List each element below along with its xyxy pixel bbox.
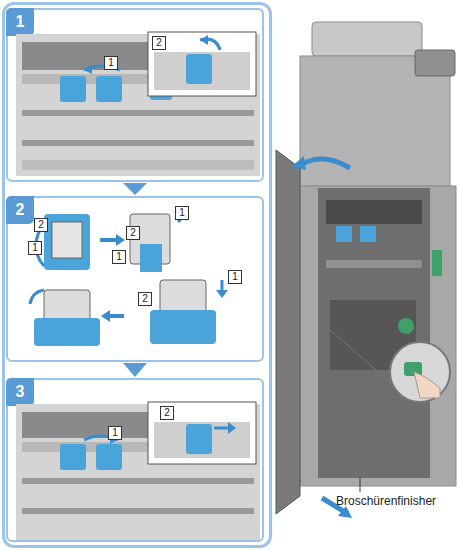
copier-body [398,318,414,334]
leader-line [360,478,361,492]
part-name: Broschürenfinisher [336,494,436,508]
copier-body [330,300,416,370]
copier-body [312,22,422,56]
copier-body [300,22,456,486]
callout-number: 2 [126,226,140,240]
callout-number: 1 [228,270,242,284]
callout-number: 1 [28,241,42,255]
magnifier [330,330,450,402]
step-arrow [123,183,147,195]
step-number: 1 [6,8,34,36]
magnifier [390,342,450,402]
magnifier [414,372,440,398]
callout-number: 1 [104,56,118,70]
step-panel: 1 [6,8,264,182]
callout-number: 2 [34,218,48,232]
arrow-head [123,183,147,195]
callout-number: 1 [175,206,189,220]
callout-number: 2 [160,406,174,420]
front-door [276,150,300,514]
callout-number: 2 [138,292,152,306]
magnifier [404,362,422,376]
copier-body [318,188,430,478]
front-door [276,150,352,518]
arrow-head [123,363,147,377]
front-door [296,159,350,168]
step-number: 3 [6,378,34,406]
step-panel: 3 [6,378,264,542]
copier-body [326,200,422,224]
copier-body [326,260,422,268]
copier-body [415,50,455,76]
magnifier [330,330,392,384]
callout-number: 2 [152,36,166,50]
callout-number: 1 [112,250,126,264]
copier-body [300,186,456,486]
step-arrow [123,363,147,377]
copier-body [300,56,450,186]
leader-line [360,478,361,492]
copier-body [360,226,376,242]
step-number: 2 [6,196,34,224]
copier-body [432,250,442,276]
copier-body [336,226,352,242]
callout-number: 1 [108,426,122,440]
front-door [292,156,306,170]
